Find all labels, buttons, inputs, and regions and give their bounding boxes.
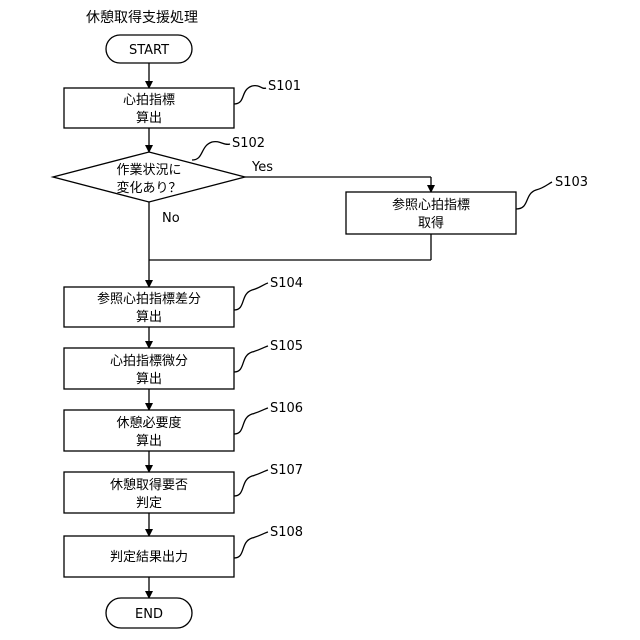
s102-id: S102 — [232, 136, 265, 151]
s101-line-1: 心拍指標 — [123, 93, 175, 108]
s106-leader — [234, 408, 268, 434]
s107-leader — [234, 470, 268, 496]
end-label: END — [135, 607, 163, 622]
branch-yes-label: Yes — [251, 160, 273, 175]
s106-id: S106 — [270, 401, 303, 416]
s106-line-2: 算出 — [136, 434, 162, 449]
s105-line-1: 心拍指標微分 — [110, 354, 188, 369]
s108-leader — [234, 532, 268, 558]
s105-line-2: 算出 — [136, 372, 162, 387]
s104-leader — [234, 283, 268, 310]
s103-line-2: 取得 — [418, 215, 444, 231]
s105-id: S105 — [270, 339, 303, 354]
s103-leader — [516, 182, 552, 209]
s101-id: S101 — [268, 79, 301, 94]
flowchart-title: 休憩取得支援処理 — [86, 9, 198, 26]
s102-line-2: 変化あり？ — [116, 180, 181, 196]
branch-no-label: No — [162, 211, 180, 226]
s107-id: S107 — [270, 463, 303, 478]
s101-line-2: 算出 — [136, 111, 162, 126]
s104-id: S104 — [270, 276, 303, 291]
s106-line-1: 休憩必要度 — [116, 415, 181, 431]
s105-leader — [234, 346, 268, 372]
s107-line-2: 判定 — [136, 496, 162, 511]
s108-id: S108 — [270, 525, 303, 540]
s102-line-1: 作業状況に — [116, 162, 181, 178]
start-label: START — [129, 43, 169, 58]
s102-leader — [192, 142, 230, 160]
s104-line-2: 算出 — [136, 310, 162, 325]
s108-line-1: 判定結果出力 — [110, 550, 188, 565]
s107-line-1: 休憩取得要否 — [110, 477, 188, 493]
s104-line-1: 参照心拍指標差分 — [97, 291, 201, 307]
s101-leader — [234, 86, 266, 104]
s103-id: S103 — [555, 175, 588, 190]
s103-line-1: 参照心拍指標 — [392, 197, 470, 213]
